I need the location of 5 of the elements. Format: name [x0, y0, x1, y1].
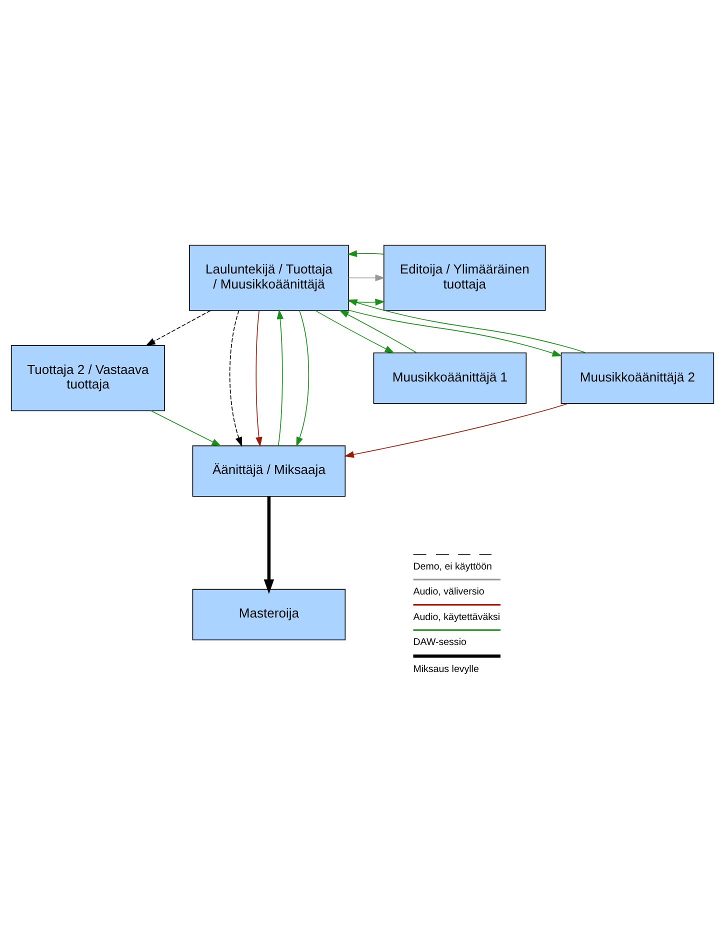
legend-label: DAW-sessio: [413, 636, 466, 648]
legend-label: Audio, käytettäväksi: [413, 611, 500, 622]
legend-label: Demo, ei käyttöön: [413, 560, 492, 572]
legend-label: Audio, väliversio: [413, 586, 484, 598]
legend-label: Miksaus levylle: [413, 664, 479, 675]
